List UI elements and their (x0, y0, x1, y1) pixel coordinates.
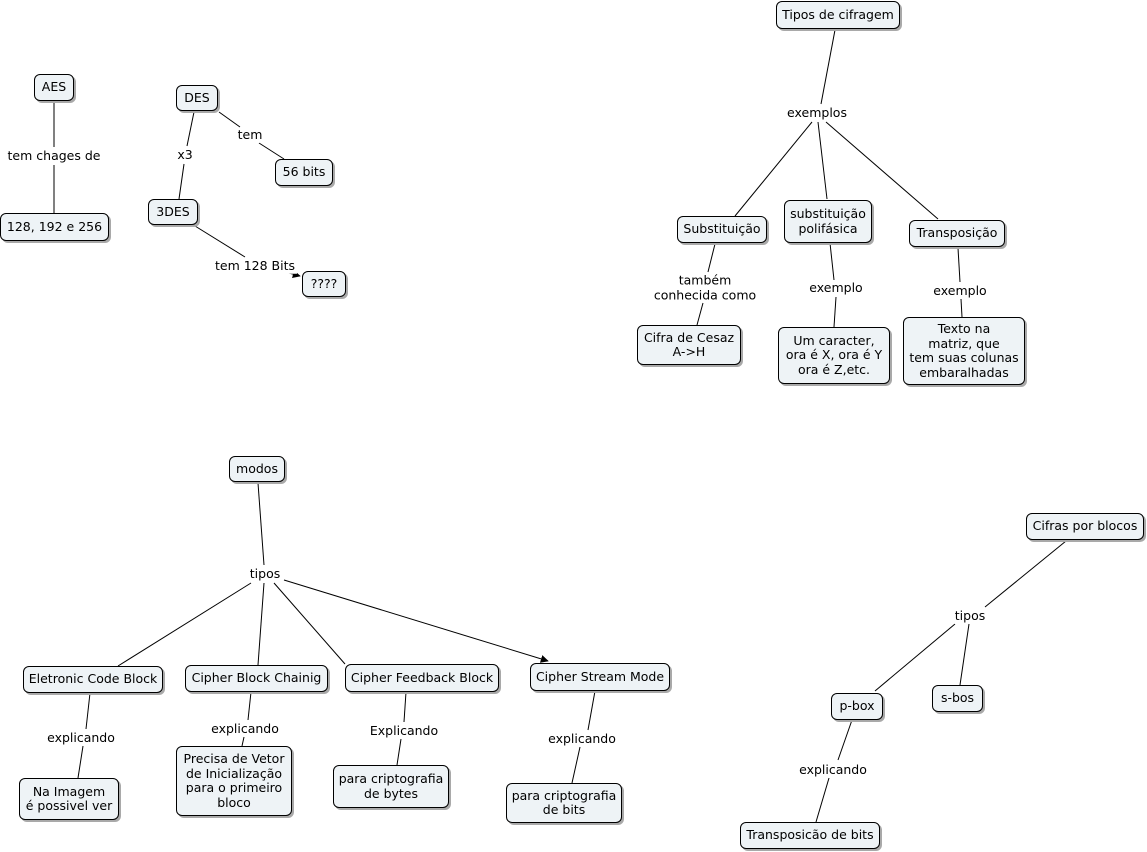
node-substituicao-polifasica[interactable]: substituição polifásica (784, 200, 872, 243)
link-exemplo-transposicao: exemplo (931, 282, 989, 299)
node-56-bits[interactable]: 56 bits (275, 159, 333, 186)
node-texto-na-matriz[interactable]: Texto na matriz, que tem suas colunas em… (903, 317, 1025, 385)
link-explicando-ecb: explicando (45, 729, 117, 746)
node-cipher-stream-mode[interactable]: Cipher Stream Mode (530, 663, 670, 691)
node-transposicao[interactable]: Transposição (909, 220, 1005, 247)
node-um-caracter[interactable]: Um caracter, ora é X, ora é Y ora é Z,et… (778, 327, 890, 384)
link-exemplo-polifasica: exemplo (807, 279, 865, 296)
link-explicando-csm: explicando (546, 730, 618, 747)
node-tipos-de-cifragem[interactable]: Tipos de cifragem (776, 1, 900, 29)
node-3des[interactable]: 3DES (148, 199, 198, 225)
link-explicando-pbox: explicando (797, 761, 869, 778)
node-substituicao[interactable]: Substituição (677, 216, 767, 243)
link-tem-128-bits: tem 128 Bits (212, 257, 298, 274)
node-cifra-de-cesaz[interactable]: Cifra de Cesaz A->H (637, 325, 741, 365)
link-exemplos: exemplos (785, 104, 849, 121)
node-precisa-de-vetor[interactable]: Precisa de Vetor de Inicialização para o… (176, 746, 292, 816)
node-cipher-block-chainig[interactable]: Cipher Block Chainig (185, 665, 328, 692)
node-modos[interactable]: modos (229, 456, 285, 482)
link-tipos-modos: tipos (247, 565, 283, 582)
link-x3: x3 (175, 146, 195, 163)
link-explicando-cbc: explicando (209, 720, 281, 737)
node-aes[interactable]: AES (34, 74, 74, 101)
link-tem-chages-de: tem chages de (5, 147, 103, 164)
link-tem: tem (235, 126, 265, 143)
node-transposicao-de-bits[interactable]: Transposicão de bits (740, 822, 880, 849)
link-tipos-blocos: tipos (952, 607, 988, 624)
node-aes-key-sizes[interactable]: 128, 192 e 256 (0, 213, 109, 241)
node-des[interactable]: DES (176, 85, 218, 111)
node-cifras-por-blocos[interactable]: Cifras por blocos (1026, 513, 1144, 540)
node-p-box[interactable]: p-box (831, 693, 883, 720)
node-cipher-feedback-block[interactable]: Cipher Feedback Block (345, 664, 499, 692)
node-unknown[interactable]: ???? (302, 271, 346, 297)
node-na-imagem[interactable]: Na Imagem é possivel ver (19, 778, 119, 820)
node-eletronic-code-block[interactable]: Eletronic Code Block (23, 666, 163, 693)
node-cripto-bits[interactable]: para criptografia de bits (506, 783, 622, 823)
node-s-box[interactable]: s-bos (932, 685, 983, 712)
link-explicando-cfb: Explicando (367, 722, 441, 739)
node-cripto-bytes[interactable]: para criptografia de bytes (333, 765, 449, 808)
link-tambem-conhecida-como: também conhecida como (651, 272, 759, 303)
